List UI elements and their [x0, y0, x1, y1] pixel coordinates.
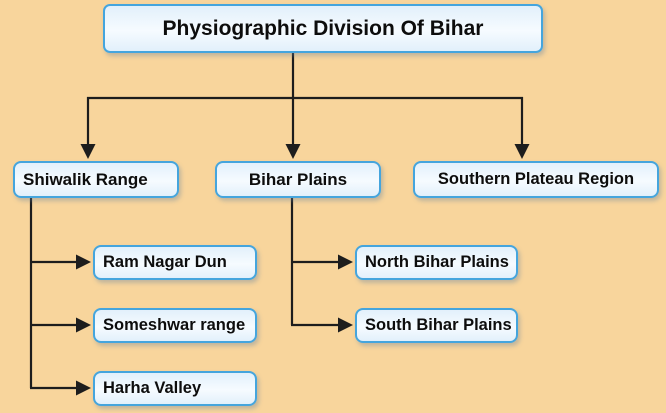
node-someshwar-range: Someshwar range: [93, 308, 257, 343]
arrowhead-right-ram: [76, 254, 91, 270]
arrowhead-down-southern: [514, 144, 530, 159]
node-north-bihar-plains: North Bihar Plains: [355, 245, 518, 280]
arrowhead-down-shiwalik: [80, 144, 96, 159]
node-south-bihar-plains: South Bihar Plains: [355, 308, 518, 343]
arrowhead-down-bihar: [285, 144, 301, 159]
node-southern-plateau-region: Southern Plateau Region: [413, 161, 659, 198]
node-harha-valley: Harha Valley: [93, 371, 257, 406]
node-shiwalik-range: Shiwalik Range: [13, 161, 179, 198]
arrowhead-right-harha: [76, 380, 91, 396]
node-ram-nagar-dun: Ram Nagar Dun: [93, 245, 257, 280]
arrowhead-right-north: [338, 254, 353, 270]
node-bihar-plains: Bihar Plains: [215, 161, 381, 198]
arrowhead-right-south: [338, 317, 353, 333]
arrowhead-right-someshwar: [76, 317, 91, 333]
node-title: Physiographic Division Of Bihar: [103, 4, 543, 53]
